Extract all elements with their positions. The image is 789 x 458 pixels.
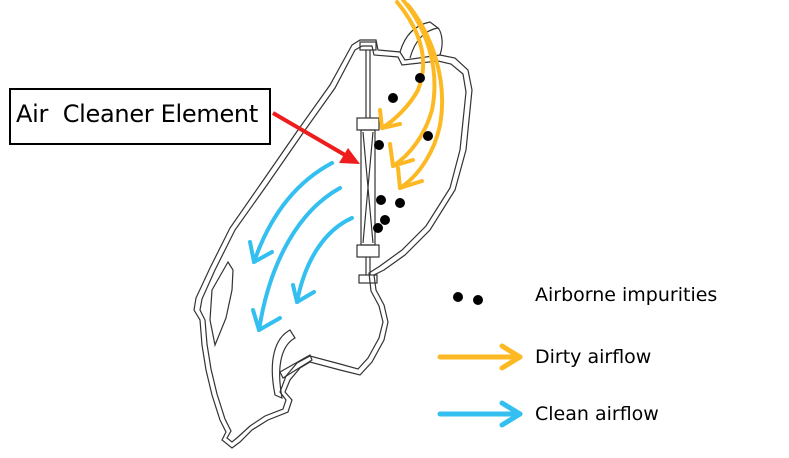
legend-marks: [437, 292, 523, 428]
impurity-dots: [373, 73, 433, 233]
clean-arrow-3: [295, 216, 354, 304]
dirty-arrow-1-head: [378, 108, 402, 130]
legend-label-dirty: Dirty airflow: [535, 346, 652, 368]
dirty-arrow-1: [380, 0, 426, 130]
dirty-arrow-3: [398, 3, 445, 190]
clean-arrow-1: [252, 161, 334, 264]
dirty-airflow-arrows: [378, 0, 445, 190]
impurity-dot: [415, 73, 425, 83]
callout-pointer: [271, 111, 360, 164]
legend-impurity-dot: [473, 295, 483, 305]
legend-impurity-dot: [453, 292, 463, 302]
dirty-arrow-3-head: [396, 166, 424, 190]
legend-label-clean: Clean airflow: [535, 403, 659, 425]
impurity-dot: [423, 131, 433, 141]
clean-arrow-3-head: [291, 283, 316, 304]
dirty-arrow-2-head: [388, 142, 415, 168]
clean-arrow-2: [257, 186, 342, 332]
legend-clean-arrow: [437, 400, 523, 428]
impurity-dot: [380, 215, 390, 225]
impurity-dot: [373, 223, 383, 233]
callout-box: [9, 88, 271, 145]
clean-airflow-arrows: [248, 161, 354, 332]
impurity-dot: [376, 195, 386, 205]
clean-arrow-1-head: [248, 240, 274, 264]
legend-label-impurities: Airborne impurities: [535, 284, 718, 306]
air-cleaner-housing: [193, 21, 473, 449]
impurity-dot: [388, 93, 398, 103]
callout-label: Air Cleaner Element: [16, 100, 258, 128]
clean-arrow-2-head: [251, 308, 282, 332]
impurity-dot: [395, 198, 405, 208]
impurity-dot: [374, 140, 384, 150]
filter-element: [356, 41, 380, 284]
legend-dirty-arrow: [437, 343, 523, 371]
